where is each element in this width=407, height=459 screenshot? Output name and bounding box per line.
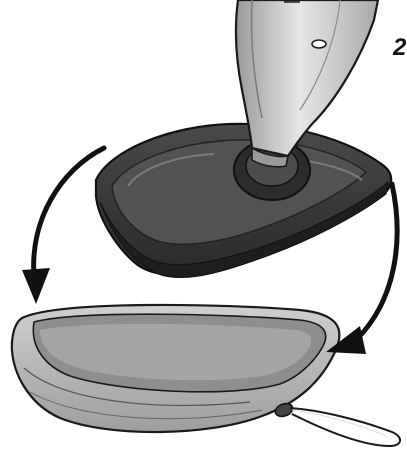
cleaning-pad — [12, 305, 400, 446]
left-curved-arrow — [22, 148, 104, 304]
handle-button-icon — [312, 40, 326, 48]
step-number: 2 — [393, 36, 406, 60]
mop-head — [96, 124, 391, 278]
drawstring-toggle — [273, 401, 400, 446]
